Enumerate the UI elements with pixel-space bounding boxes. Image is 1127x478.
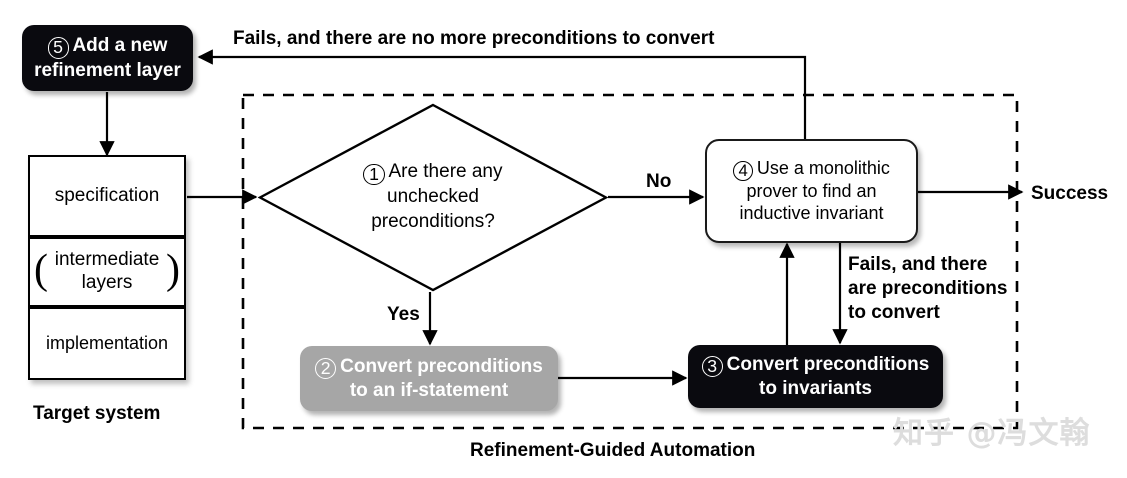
node-4-line2: prover to find an bbox=[746, 180, 877, 201]
edge-label-fails-have-preconditions: Fails, and there are preconditions to co… bbox=[848, 253, 1023, 324]
target-layer-implementation[interactable]: implementation bbox=[28, 307, 186, 380]
node-4-line1: Use a monolithic bbox=[756, 157, 890, 178]
node-5-line1: Add a new bbox=[72, 35, 168, 57]
node-4-line3: inductive invariant bbox=[739, 202, 884, 223]
node-5-number: 5 bbox=[47, 37, 69, 59]
bracket-right-paren: ) bbox=[166, 247, 180, 293]
target-layer-intermediate-line2: layers bbox=[81, 272, 133, 293]
decision-diamond-shape bbox=[258, 103, 608, 292]
node-2-line2: to an if-statement bbox=[349, 380, 509, 401]
watermark-text: 知乎 @冯文翰 bbox=[893, 416, 1091, 451]
target-system-caption: Target system bbox=[33, 403, 161, 424]
node-1-line2: unchecked bbox=[387, 186, 479, 208]
edge-label-no: No bbox=[646, 171, 672, 192]
node-1-number: 1 bbox=[363, 163, 385, 185]
node-3-number: 3 bbox=[701, 355, 723, 377]
node-2-line1: Convert preconditions bbox=[340, 355, 543, 377]
node-3-line1: Convert preconditions bbox=[726, 353, 930, 375]
node-3-line2: to invariants bbox=[759, 378, 872, 399]
node-5-line2: refinement layer bbox=[34, 59, 181, 81]
edge-label-success: Success bbox=[1031, 183, 1109, 204]
edge-label-yes: Yes bbox=[387, 304, 420, 325]
target-layer-implementation-label: implementation bbox=[45, 332, 169, 353]
target-layer-intermediate[interactable]: intermediate layers bbox=[28, 237, 186, 307]
edge-label-fails-no-more-preconditions: Fails, and there are no more preconditio… bbox=[233, 28, 715, 49]
node-1-line1: Are there any bbox=[388, 161, 503, 183]
refinement-boundary-caption: Refinement-Guided Automation bbox=[470, 440, 756, 461]
fails-have-preconditions-line1: Fails, and there bbox=[848, 254, 988, 275]
target-layer-specification[interactable]: specification bbox=[28, 155, 186, 237]
node-4-number: 4 bbox=[733, 160, 754, 181]
fails-have-preconditions-line2: are preconditions bbox=[848, 277, 1008, 299]
fails-have-preconditions-line3: to convert bbox=[848, 301, 940, 323]
bracket-left-paren: ( bbox=[34, 247, 48, 293]
node-1-line3: preconditions? bbox=[371, 210, 495, 232]
node-2-number: 2 bbox=[315, 357, 337, 379]
target-layer-specification-label: specification bbox=[54, 184, 160, 206]
target-layer-intermediate-line1: intermediate bbox=[54, 249, 160, 271]
